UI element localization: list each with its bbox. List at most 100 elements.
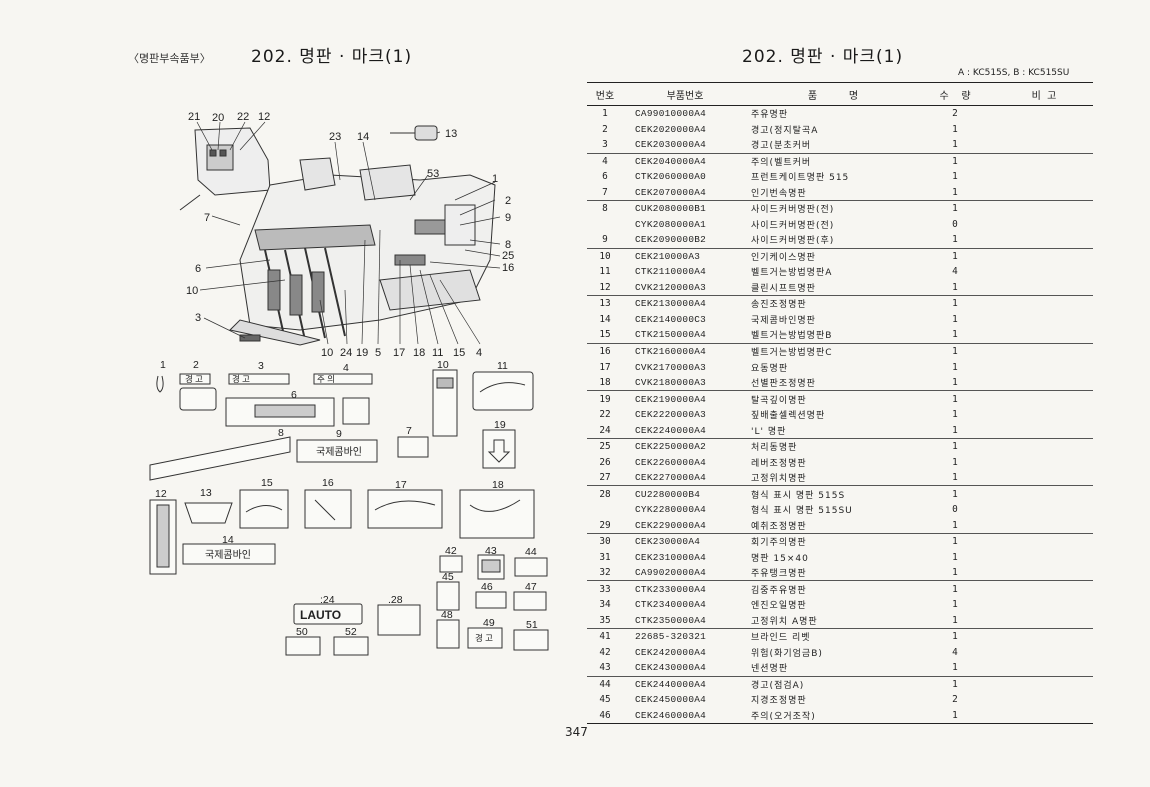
cell-part-number: CTK2060000A0 [635, 171, 707, 183]
cell-part-name: 김중주유명판 [751, 585, 807, 596]
cell-no: 25 [599, 441, 611, 453]
plate-3-label: 경 고 [232, 374, 250, 384]
cell-quantity: 1 [952, 313, 958, 325]
cell-part-name: 클린시프트명판 [751, 283, 816, 294]
plate-49-label: 경 고 [475, 633, 493, 643]
callout-b17: 17 [393, 347, 405, 359]
cell-part-number: CVK2120000A3 [635, 281, 707, 293]
cell-part-name: 브라인드 리벳 [751, 633, 811, 644]
section-label: 〈명판부속품부〉 [128, 52, 211, 65]
cell-quantity: 0 [952, 504, 958, 516]
callout-22: 22 [237, 111, 249, 123]
cell-no: 44 [599, 678, 611, 690]
cell-no: 1 [602, 108, 608, 120]
cell-no: 15 [599, 329, 611, 341]
cell-part-number: CEK2070000A4 [635, 186, 707, 198]
plate-num-47: 47 [525, 581, 537, 593]
cell-no: 8 [602, 203, 608, 215]
plate-num-43: 43 [485, 545, 497, 557]
callout-b10: 10 [321, 347, 333, 359]
cell-part-number: CEK2260000A4 [635, 456, 707, 468]
cell-part-name: 명판 15×40 [751, 553, 809, 564]
cell-part-number: CEK2460000A4 [635, 709, 707, 721]
cell-quantity: 1 [952, 488, 958, 500]
cell-quantity: 1 [952, 536, 958, 548]
cell-part-number: CEK210000A3 [635, 250, 701, 262]
plate-num-9: 9 [336, 428, 342, 440]
cell-part-number: CTK2110000A4 [635, 266, 707, 278]
cell-quantity: 1 [952, 678, 958, 690]
cell-part-number: CTK2160000A4 [635, 345, 707, 357]
cell-part-number: CEK2430000A4 [635, 662, 707, 674]
cell-no: 34 [599, 599, 611, 611]
callout-b11: 11 [432, 347, 443, 359]
cell-part-number: CTK2330000A4 [635, 583, 707, 595]
cell-part-name: 주유명판 [751, 110, 789, 121]
plate-14-label: 국제콤바인 [205, 549, 251, 561]
cell-no: 17 [599, 361, 611, 373]
plate-num-42: 42 [445, 545, 457, 557]
plate-num-44: 44 [525, 546, 537, 558]
cell-part-name: 엔진오일명판 [751, 601, 807, 612]
cell-no: 2 [602, 123, 608, 135]
cell-quantity: 1 [952, 519, 958, 531]
cell-part-name: 탈곡깊이명판 [751, 395, 807, 406]
cell-quantity: 1 [952, 281, 958, 293]
cell-part-name: 예취조정명판 [751, 521, 807, 532]
cell-no: 31 [599, 551, 611, 563]
cell-quantity: 0 [952, 218, 958, 230]
plate-num-11: 11 [497, 360, 508, 372]
callout-53: 53 [427, 168, 439, 180]
cell-quantity: 1 [952, 614, 958, 626]
page-title-right: 202. 명판 · 마크(1) [742, 47, 904, 67]
cell-no: 22 [599, 409, 611, 421]
cell-no: 18 [599, 377, 611, 389]
cell-part-number: CU2280000B4 [635, 488, 701, 500]
cell-part-number: CEK2240000A4 [635, 424, 707, 436]
cell-no: 32 [599, 567, 611, 579]
cell-part-number: CTK2350000A4 [635, 614, 707, 626]
callout-20: 20 [212, 112, 224, 124]
cell-quantity: 4 [952, 266, 958, 278]
cell-quantity: 1 [952, 409, 958, 421]
plate-num-13: 13 [200, 487, 212, 499]
callout-b24: 24 [340, 347, 352, 359]
cell-no: 35 [599, 614, 611, 626]
cell-quantity: 1 [952, 551, 958, 563]
cell-no: 42 [599, 646, 611, 658]
cell-part-number: CEK2130000A4 [635, 298, 707, 310]
cell-part-number: CEK2440000A4 [635, 678, 707, 690]
left-page: 〈명판부속품부〉 202. 명판 · 마크(1) [128, 47, 549, 656]
cell-part-name: 회기주의명판 [751, 538, 807, 549]
cell-quantity: 1 [952, 583, 958, 595]
cell-no: 28 [599, 488, 611, 500]
cell-no: 30 [599, 536, 611, 548]
plate-num-3: 3 [258, 360, 264, 372]
cell-quantity: 2 [952, 694, 958, 706]
cell-part-name: 요동명판 [751, 363, 789, 374]
cell-quantity: 1 [952, 472, 958, 484]
callout-2: 2 [505, 195, 511, 207]
cell-part-name: 벨트거는방법명판B [751, 331, 833, 342]
cell-part-name: 짚배출셀렉션명판 [751, 411, 826, 422]
cell-quantity: 1 [952, 298, 958, 310]
callout-8: 8 [505, 239, 511, 251]
plate-num-52: 52 [345, 626, 357, 638]
callout-10a: 10 [186, 285, 198, 297]
cell-part-name: 주의(오거조작) [751, 711, 816, 722]
cell-part-number: CEK2190000A4 [635, 393, 707, 405]
